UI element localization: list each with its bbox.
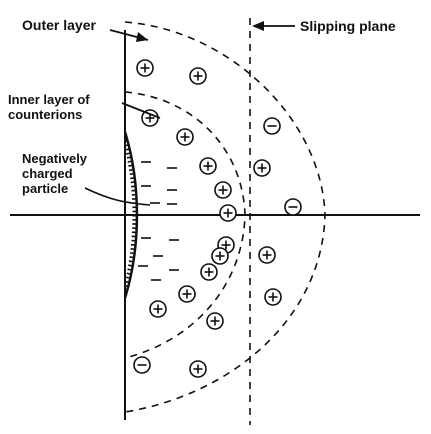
outer-layer-boundary <box>124 21 326 413</box>
negative-ion-icon <box>284 198 302 216</box>
particle-label-line1: Negatively <box>22 151 88 166</box>
negative-ion-icon <box>263 117 281 135</box>
outer-layer-arrowhead <box>136 32 148 42</box>
positive-ion-icon <box>253 159 271 177</box>
particle-negative-charges <box>138 161 179 281</box>
positive-ion-icon <box>189 360 207 378</box>
positive-ion-icon <box>206 312 224 330</box>
slipping-plane-label: Slipping plane <box>300 18 396 34</box>
ions-group <box>133 59 302 378</box>
particle-label-line3: particle <box>22 181 68 196</box>
positive-ion-icon <box>176 128 194 146</box>
particle-pointer <box>84 187 151 206</box>
inner-layer-label-line2: counterions <box>8 107 82 122</box>
slipping-plane-arrowhead <box>252 21 264 31</box>
positive-ion-icon <box>200 263 218 281</box>
positive-ion-icon <box>264 288 282 306</box>
inner-layer-pointer <box>121 102 161 119</box>
positive-ion-icon <box>149 300 167 318</box>
negative-ion-icon <box>133 356 151 374</box>
positive-ion-icon <box>136 59 154 77</box>
positive-ion-icon <box>258 246 276 264</box>
positive-ion-icon <box>178 285 196 303</box>
particle <box>123 131 179 299</box>
outer-layer-label: Outer layer <box>22 17 96 33</box>
positive-ion-icon <box>219 204 237 222</box>
inner-layer-boundary <box>124 91 246 359</box>
positive-ion-icon <box>214 181 232 199</box>
positive-ion-icon <box>189 67 207 85</box>
particle-hatching <box>125 132 137 298</box>
positive-ion-icon <box>141 109 159 127</box>
positive-ion-icon <box>211 247 229 265</box>
inner-layer-label-line1: Inner layer of <box>8 92 90 107</box>
positive-ion-icon <box>199 157 217 175</box>
particle-label-line2: charged <box>22 166 73 181</box>
